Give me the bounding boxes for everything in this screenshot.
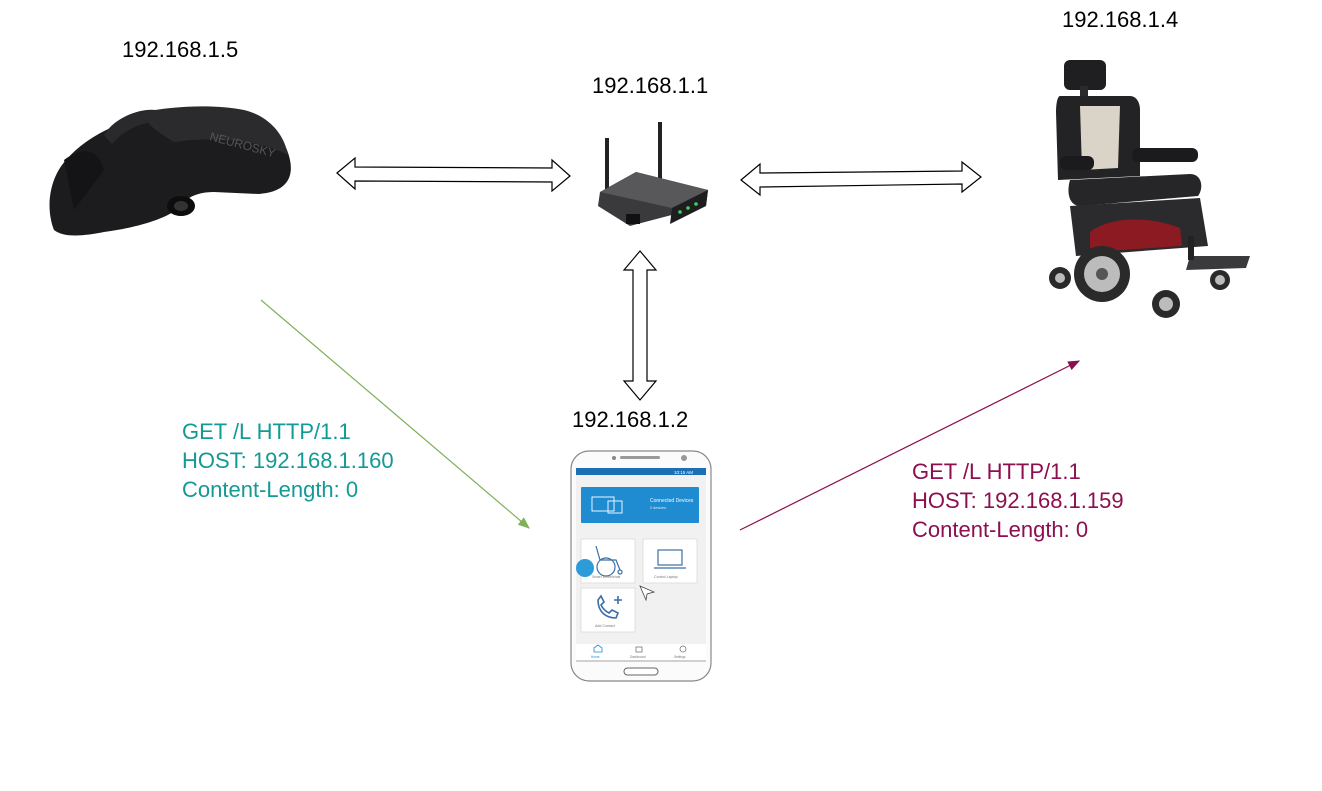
request-to-wheelchair-line-3: Content-Length: 0 bbox=[912, 517, 1089, 542]
phone-banner-subtitle: 2 devices bbox=[650, 506, 666, 510]
request-to-wheelchair-line-2: HOST: 192.168.1.159 bbox=[912, 488, 1124, 513]
headset-ip-label: 192.168.1.5 bbox=[122, 37, 239, 62]
wifi-router-icon bbox=[598, 122, 708, 226]
router-ip-label: 192.168.1.1 bbox=[592, 73, 709, 98]
power-wheelchair-icon bbox=[1049, 60, 1250, 318]
tile-wheelchair-icon bbox=[595, 545, 623, 577]
request-to-phone-line-2: HOST: 192.168.1.160 bbox=[182, 448, 394, 473]
smartphone-icon: 10:15 AM Connected Devices 2 devices Sma… bbox=[570, 450, 712, 682]
wheelchair-ip-label: 192.168.1.4 bbox=[1062, 7, 1179, 32]
phone-to-wheelchair-request-arrow bbox=[739, 360, 1081, 531]
phone-ip-label: 192.168.1.2 bbox=[572, 407, 689, 432]
router-wheelchair-link bbox=[740, 160, 982, 197]
nav-home-label: Home bbox=[591, 655, 600, 659]
nav-dashboard-label: Dashboard bbox=[630, 655, 646, 659]
tile-label-laptop: Control Laptop bbox=[654, 575, 678, 579]
tile-label-add: Add Contact bbox=[595, 624, 615, 628]
router-phone-link bbox=[622, 250, 658, 401]
phone-status-time: 10:15 AM bbox=[674, 470, 693, 475]
eeg-headset-icon: NEUROSKY bbox=[49, 106, 291, 236]
tile-laptop-icon bbox=[654, 549, 686, 569]
headset-to-phone-request-arrow bbox=[260, 299, 530, 529]
request-to-phone-line-3: Content-Length: 0 bbox=[182, 477, 359, 502]
tile-label-wheelchair: Smart Wheelchair bbox=[592, 575, 621, 579]
nav-settings-label: Settings bbox=[674, 655, 686, 659]
request-to-phone-line-1: GET /L HTTP/1.1 bbox=[182, 419, 351, 444]
request-to-wheelchair-text: GET /L HTTP/1.1 HOST: 192.168.1.159 Cont… bbox=[912, 457, 1124, 544]
tile-phone-add-icon bbox=[597, 594, 622, 619]
request-to-phone-text: GET /L HTTP/1.1 HOST: 192.168.1.160 Cont… bbox=[182, 417, 394, 504]
phone-banner-title: Connected Devices bbox=[650, 498, 694, 504]
headset-router-link bbox=[336, 156, 571, 193]
request-to-wheelchair-line-1: GET /L HTTP/1.1 bbox=[912, 459, 1081, 484]
